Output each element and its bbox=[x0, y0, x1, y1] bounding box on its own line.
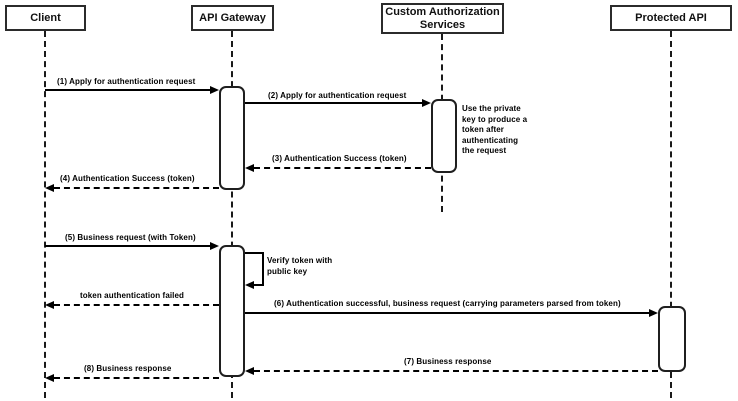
participant-custom-authorization-services: Custom Authorization Services bbox=[381, 3, 504, 34]
message-2-line bbox=[245, 102, 423, 104]
message-6-arrowhead bbox=[649, 309, 658, 317]
participant-protected-api: Protected API bbox=[610, 5, 732, 31]
self-message-label: Verify token with public key bbox=[267, 256, 333, 276]
activation-bar-api-gateway-auth bbox=[219, 86, 245, 190]
message-6-line bbox=[245, 312, 649, 314]
message-2-label: (2) Apply for authentication request bbox=[268, 91, 407, 100]
message-6-label: (6) Authentication successful, business … bbox=[274, 299, 621, 308]
self-message-bottom-line bbox=[253, 284, 264, 286]
message-8-line bbox=[54, 377, 219, 379]
message-4-line bbox=[54, 187, 219, 189]
message-token-failed-line bbox=[54, 304, 219, 306]
message-7-line bbox=[254, 370, 658, 372]
message-1-label: (1) Apply for authentication request bbox=[57, 77, 196, 86]
activation-bar-protected-api bbox=[658, 306, 686, 372]
message-3-line bbox=[254, 167, 431, 169]
lifeline-protected-api bbox=[670, 31, 672, 398]
activation-bar-custom-auth-services bbox=[431, 99, 457, 173]
participant-client: Client bbox=[5, 5, 86, 31]
message-token-failed-arrowhead bbox=[45, 301, 54, 309]
message-1-arrowhead bbox=[210, 86, 219, 94]
participant-api-gateway: API Gateway bbox=[191, 5, 274, 31]
self-message-top-line bbox=[245, 252, 264, 254]
message-5-arrowhead bbox=[210, 242, 219, 250]
message-5-label: (5) Business request (with Token) bbox=[65, 233, 196, 242]
self-message-right-line bbox=[262, 252, 264, 286]
message-3-label: (3) Authentication Success (token) bbox=[272, 154, 407, 163]
message-4-label: (4) Authentication Success (token) bbox=[60, 174, 195, 183]
message-5-line bbox=[45, 245, 211, 247]
message-2-arrowhead bbox=[422, 99, 431, 107]
activation-bar-api-gateway-business bbox=[219, 245, 245, 377]
message-4-arrowhead bbox=[45, 184, 54, 192]
message-7-arrowhead bbox=[245, 367, 254, 375]
message-7-label: (7) Business response bbox=[404, 357, 492, 366]
message-1-line bbox=[45, 89, 211, 91]
message-token-failed-label: token authentication failed bbox=[80, 291, 185, 300]
note-private-key: Use the private key to produce a token a… bbox=[462, 104, 528, 155]
message-8-label: (8) Business response bbox=[84, 364, 172, 373]
message-3-arrowhead bbox=[245, 164, 254, 172]
message-8-arrowhead bbox=[45, 374, 54, 382]
lifeline-client bbox=[44, 31, 46, 398]
lifeline-api-gateway bbox=[231, 31, 233, 398]
self-message-arrowhead bbox=[245, 281, 254, 289]
